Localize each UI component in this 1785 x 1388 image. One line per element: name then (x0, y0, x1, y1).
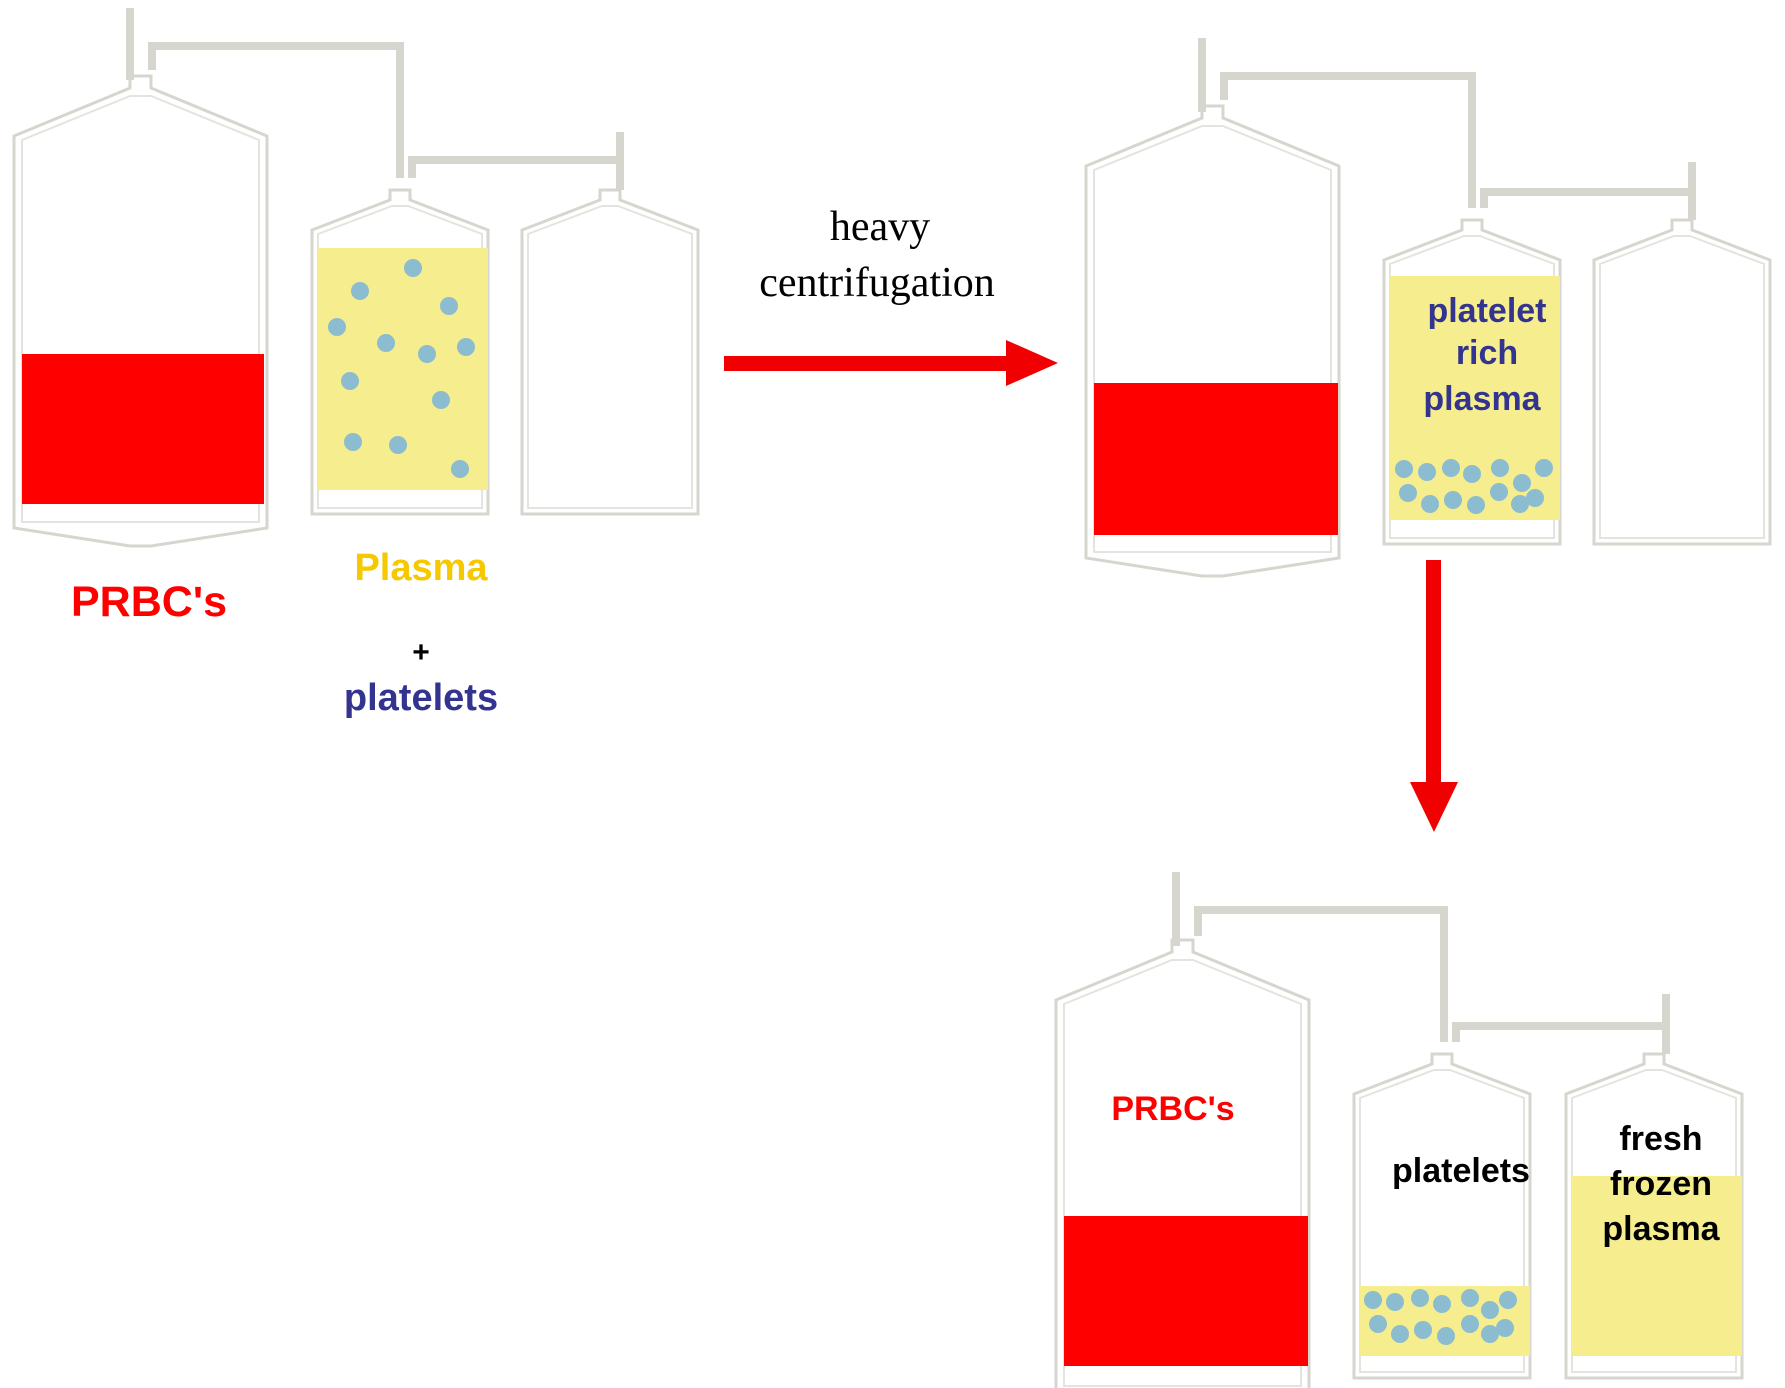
platelet-dot (1395, 460, 1413, 478)
platelet-dot (1437, 1327, 1455, 1345)
platelet-dot (1499, 1291, 1517, 1309)
platelet-dot (1491, 459, 1509, 477)
platelet-dot (1461, 1315, 1479, 1333)
platelet-dot (1481, 1325, 1499, 1343)
stage1-empty-bag (520, 188, 700, 516)
platelet-dot (440, 297, 458, 315)
platelet-dot (1421, 495, 1439, 513)
platelet-dot (1444, 491, 1462, 509)
platelet-dot (1418, 463, 1436, 481)
platelet-dot (344, 433, 362, 451)
platelet-dot (1490, 483, 1508, 501)
stage1-plasma-fill (318, 248, 488, 490)
platelet-dot (1511, 495, 1529, 513)
platelet-dot (328, 318, 346, 336)
stage1-bag-set (12, 8, 700, 548)
stage2-platelet-dots (1395, 459, 1553, 514)
platelet-dot (418, 345, 436, 363)
arrow1-label-line2: centrifugation (759, 260, 995, 306)
stage1-platelets-label: platelets (344, 677, 498, 719)
stage3-platelet-dots (1364, 1289, 1517, 1345)
stage1-tubing (126, 8, 624, 190)
stage2-label-line3: plasma (1423, 380, 1541, 418)
arrow1-label-line1: heavy (830, 204, 930, 250)
platelet-dot (1369, 1315, 1387, 1333)
platelet-dot (389, 436, 407, 454)
stage2-empty-bag (1592, 218, 1772, 546)
stage1-platelet-dots (328, 259, 475, 478)
stage3-tubing (1172, 872, 1670, 1054)
platelet-dot (1463, 465, 1481, 483)
platelet-dot (1364, 1291, 1382, 1309)
stage2-label-line2: rich (1456, 334, 1518, 372)
platelet-dot (1414, 1321, 1432, 1339)
arrow-down (1410, 560, 1458, 832)
stage1-plasma-label: Plasma (354, 547, 488, 589)
stage3-ffp-label-line2: frozen (1610, 1165, 1712, 1203)
platelet-dot (1481, 1301, 1499, 1319)
platelet-dot (1461, 1289, 1479, 1307)
platelet-dot (1391, 1325, 1409, 1343)
stage2-tubing (1198, 38, 1696, 220)
stage2-label-line1: platelet (1427, 292, 1546, 330)
stage3-prbc-label: PRBC's (1111, 1090, 1234, 1128)
stage2-rbc-fill (1094, 383, 1338, 535)
stage3-ffp-label-line3: plasma (1602, 1210, 1720, 1248)
platelet-dot (457, 338, 475, 356)
platelet-dot (1433, 1295, 1451, 1313)
platelet-dot (1513, 474, 1531, 492)
stage1-prbc-label: PRBC's (71, 578, 227, 626)
platelet-dot (1526, 489, 1544, 507)
platelet-dot (432, 391, 450, 409)
platelet-dot (1467, 496, 1485, 514)
stage3-ffp-label-line1: fresh (1619, 1120, 1702, 1158)
stage3-platelets-label: platelets (1392, 1152, 1530, 1190)
platelet-dot (341, 372, 359, 390)
arrow-right (724, 340, 1058, 386)
platelet-dot (351, 282, 369, 300)
stage2-bag-set (1084, 38, 1772, 578)
platelet-dot (1496, 1319, 1514, 1337)
stage3-bag-set (1054, 872, 1744, 1388)
platelet-dot (1386, 1293, 1404, 1311)
stage3-ffp-fill (1572, 1176, 1742, 1356)
stage1-plus-label: + (412, 636, 430, 669)
platelet-dot (451, 460, 469, 478)
platelet-dot (1535, 459, 1553, 477)
stage1-rbc-fill (22, 354, 264, 504)
platelet-dot (1399, 484, 1417, 502)
platelet-dot (1411, 1289, 1429, 1307)
stage3-rbc-fill (1064, 1216, 1308, 1366)
platelet-dot (1442, 459, 1460, 477)
platelet-dot (377, 334, 395, 352)
platelet-dot (404, 259, 422, 277)
